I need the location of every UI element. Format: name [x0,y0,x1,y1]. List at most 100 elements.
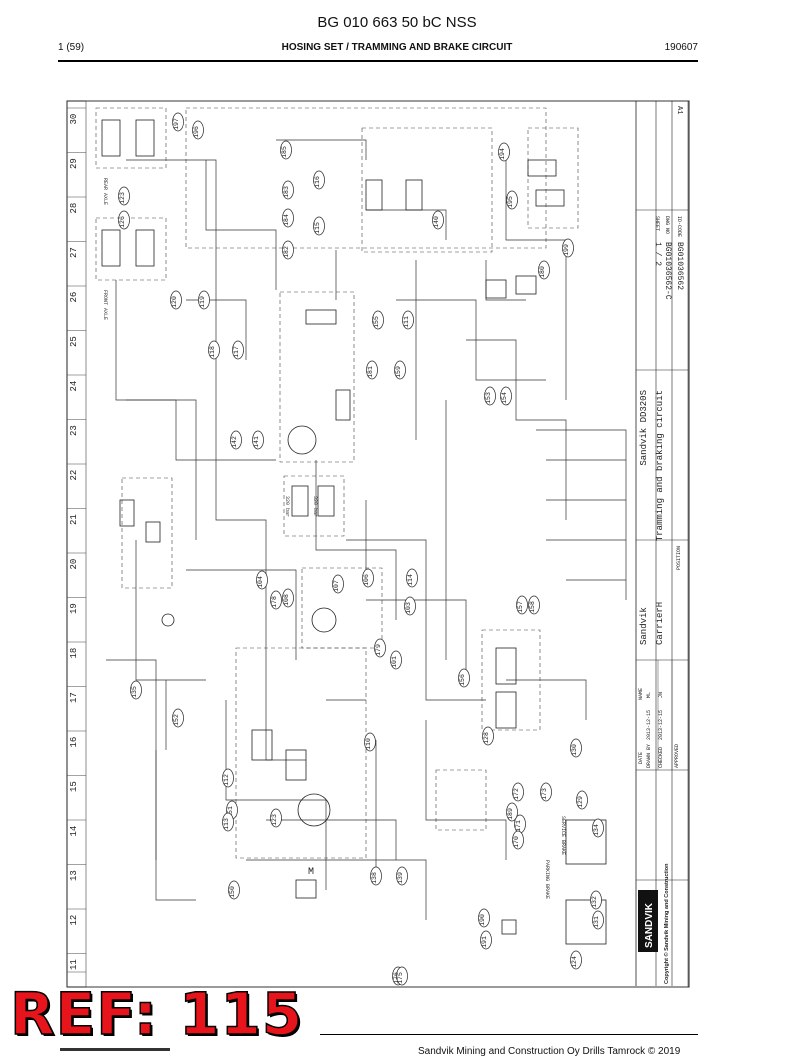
item-callout: 184 [282,208,294,228]
item-callout: 158 [528,595,540,615]
item-number: 189 [507,808,514,820]
item-callout: 140 [432,210,444,230]
item-number: 117 [233,346,240,358]
item-number: 124 [571,956,578,968]
item-number: 142 [231,436,238,448]
document-date: 190607 [664,42,698,53]
grid-number: 23 [69,425,79,436]
item-callout: 113 [222,812,234,832]
item-callout: 153 [484,386,496,406]
dwg-label: DWG NO [664,216,670,234]
page-number: 1 (59) [58,42,85,53]
item-callout: 179 [374,638,386,658]
item-number: 184 [283,214,290,226]
grid-number: 25 [69,336,79,347]
grid-number: 30 [69,114,79,125]
title-block: A1 SHEET 1 / 2 DWG NO BG01036562-C ID-CO… [635,101,688,986]
id-label: ID-CODE [676,216,682,237]
item-number: 179 [375,644,382,656]
item-callout: 132 [590,890,602,910]
item-number: 155 [373,316,380,328]
item-number: 190 [479,914,486,926]
pressure-setting-2: 320 bar [312,496,318,517]
sheet-size: A1 [675,106,683,114]
item-number: 173 [541,788,548,800]
footer-logo [60,1048,170,1061]
item-callout: 123 [118,186,130,206]
approved-label: APPROVED [674,744,680,768]
item-callout: 119 [198,290,210,310]
item-callout: 197 [172,112,184,132]
item-number: 104 [257,576,264,588]
drawn-date: 2013-12-15 [646,710,652,740]
item-callout: 194 [498,142,510,162]
item-callout: 195 [506,190,518,210]
item-callout: 111 [402,310,414,330]
item-callout: 139 [396,866,408,886]
item-callout: 112 [222,768,234,788]
item-number: 131 [593,916,600,928]
service-brake-label: SERVICE BRAKE [560,816,566,855]
item-callout: 124 [570,950,582,970]
item-callout: 191 [480,930,492,950]
item-number: 172 [513,788,520,800]
item-number: 170 [513,836,520,848]
item-callout: 180 [538,260,550,280]
item-number: 171 [515,820,522,832]
grid-number: 18 [69,648,79,659]
grid-number: 22 [69,470,79,481]
item-number: 140 [433,216,440,228]
dwg-number: BG01036562-C [663,242,672,300]
section-title: HOSING SET / TRAMMING AND BRAKE CIRCUIT [281,42,513,53]
checked-date: 2013-12-15 [658,710,664,740]
item-number: 154 [501,392,508,404]
item-callout: 104 [256,570,268,590]
item-number: 123 [271,814,278,826]
item-callout: 175 [396,966,408,986]
item-callout: 126 [118,210,130,230]
name-column: NAME [638,688,644,700]
date-column: DATE [638,752,644,764]
item-callout: 129 [576,790,588,810]
grid-number: 12 [69,915,79,926]
project-name: Sandvik [639,607,649,645]
item-number: 159 [395,366,402,378]
item-callout: 134 [592,818,604,838]
item-callout: 108 [282,588,294,608]
rear-axle-label: REAR AXLE [102,178,108,205]
item-number: 182 [283,246,290,258]
item-callout: 142 [230,430,242,450]
product-name: Sandvik DD320S [639,390,649,466]
footer-text: Sandvik Mining and Construction Oy Drill… [418,1046,681,1057]
item-callout: 130 [570,738,582,758]
item-number: 157 [517,601,524,613]
drawn-by-label: DRAWN BY [646,744,652,768]
item-number: 152 [173,714,180,726]
grid-number: 19 [69,603,79,614]
item-number: 112 [223,774,230,786]
grid-number: 21 [69,514,79,525]
item-number: 130 [571,744,578,756]
item-callout: 123 [270,808,282,828]
item-number: 181 [367,366,374,378]
item-number: 139 [397,872,404,884]
item-callout: 181 [366,360,378,380]
parking-brake-label: PARKING BRAKE [544,860,550,899]
item-callout: 170 [512,830,524,850]
item-number: 101 [391,656,398,668]
item-callout: 182 [282,240,294,260]
item-number: 183 [283,186,290,198]
item-callout: 114 [406,568,418,588]
page-title: BG 010 663 50 bC NSS [317,14,477,31]
item-number: 194 [499,148,506,160]
item-number: 108 [283,594,290,606]
item-callout: 185 [280,140,292,160]
item-callout: 189 [506,802,518,822]
item-number: 197 [173,118,180,130]
item-callout: 103 [404,596,416,616]
motor-symbol: M [308,867,314,878]
item-callout: 135 [130,680,142,700]
checked-name: JN [658,692,664,698]
item-callout: 155 [372,310,384,330]
item-number: 185 [281,146,288,158]
